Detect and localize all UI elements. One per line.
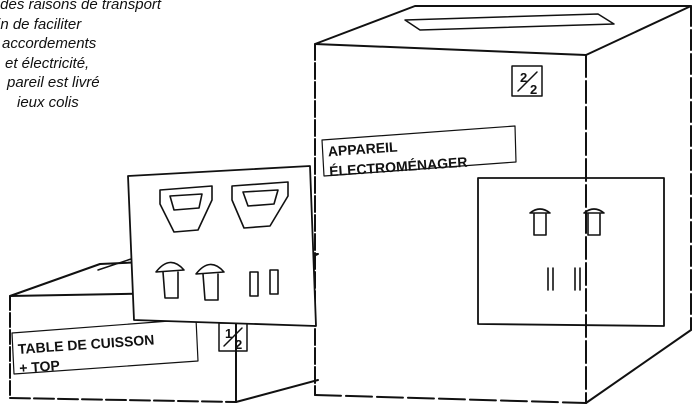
appliance-box-top <box>314 5 692 56</box>
appliance-box-bottom-edge <box>314 394 587 404</box>
cooktop-label-line-1: TABLE DE CUISSON <box>17 331 154 356</box>
cooktop-box <box>9 165 319 403</box>
appliance-fraction-box <box>511 65 543 97</box>
caption-line-4: et électricité, <box>5 54 90 72</box>
round-head-pair <box>155 261 225 275</box>
bracket-right-slot <box>242 189 279 207</box>
cooktop-box-top-flap <box>97 257 135 271</box>
caption-line-3: accordements <box>2 35 97 52</box>
delivery-caption: r des raisons de transport in de facilit… <box>0 0 161 112</box>
cooktop-label-line-2: + TOP <box>19 357 61 376</box>
appliance-box-top-flap <box>404 13 615 31</box>
appliance-fraction-slash <box>517 71 538 92</box>
caption-line-6: ieux colis <box>17 93 79 111</box>
cooktop-fraction-slash <box>223 327 243 347</box>
caption-line-5: pareil est livré <box>7 74 100 91</box>
cooktop-card <box>127 165 317 327</box>
bracket-right <box>231 181 289 229</box>
round-screw-body-pair <box>162 271 219 301</box>
appliance-fraction-denominator: 2 <box>530 82 537 97</box>
appliance-label: APPAREIL ÉLECTROMÉNAGER <box>327 138 468 179</box>
cooktop-fraction-denominator: 2 <box>235 337 242 352</box>
cooktop-label-frame <box>11 318 199 375</box>
appliance-fraction-numerator: 2 <box>520 70 527 85</box>
bracket-left-slot <box>169 193 203 211</box>
appliance-box <box>314 5 692 404</box>
cooktop-fraction-numerator: 1 <box>225 326 232 341</box>
small-block-pair <box>249 269 279 297</box>
caption-line-2: in de faciliter <box>0 15 82 33</box>
screw-cap-pair <box>529 208 605 214</box>
appliance-label-line-1: APPAREIL <box>327 138 398 159</box>
cooktop-box-bottom-edge <box>9 397 237 403</box>
cooktop-card-fittings <box>155 181 289 301</box>
appliance-box-right-bottom-edge <box>585 329 692 404</box>
screw-body-pair <box>533 213 601 236</box>
cooktop-box-right-bottom-edge <box>235 379 319 403</box>
bracket-left <box>159 185 213 233</box>
appliance-label-frame <box>321 125 517 177</box>
pin-pair <box>547 267 581 291</box>
appliance-card-fittings <box>529 208 605 291</box>
caption-line-1: r des raisons de transport <box>0 0 162 13</box>
appliance-card <box>477 177 665 327</box>
